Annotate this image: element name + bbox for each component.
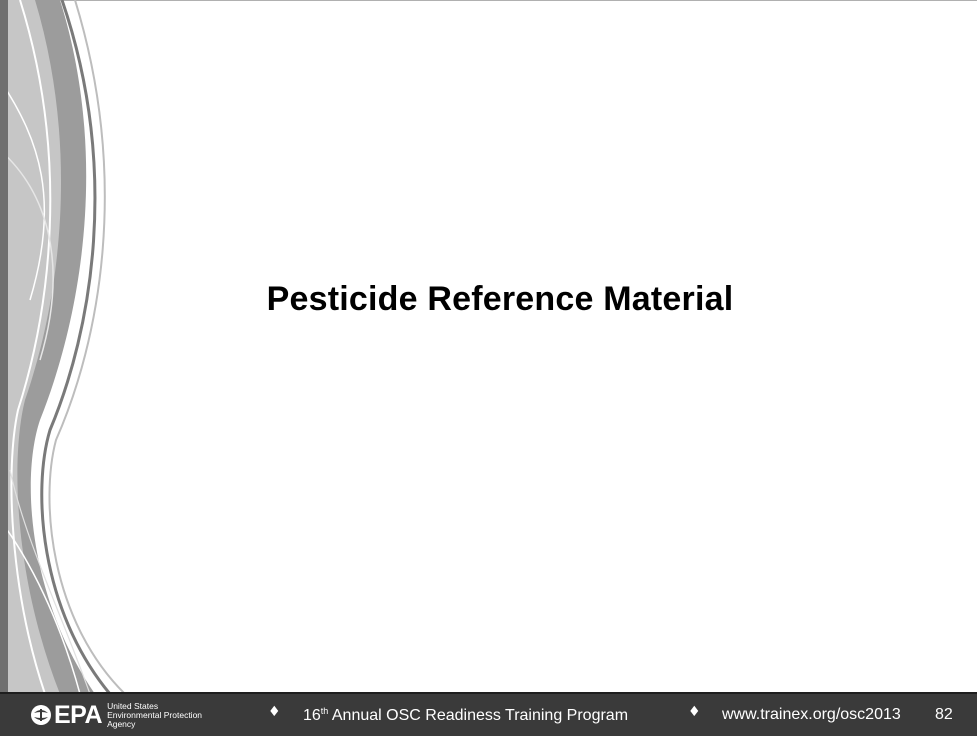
program-name: Annual OSC Readiness Training Program [328, 707, 629, 724]
program-ordinal-suffix: th [320, 706, 329, 716]
footer-bar: EPA United States Environmental Protecti… [0, 692, 977, 736]
epa-agency-name: United States Environmental Protection A… [107, 700, 203, 729]
epa-logo: EPA United States Environmental Protecti… [30, 700, 202, 730]
agency-line-3: Agency [107, 718, 136, 729]
page-number: 82 [935, 706, 953, 723]
slide-left-border [0, 0, 8, 694]
footer-separator-2: ♦ [688, 704, 701, 720]
footer-program-title: 16th Annual OSC Readiness Training Progr… [303, 706, 628, 725]
slide-title: Pesticide Reference Material [266, 280, 734, 318]
footer-separator-1: ♦ [268, 704, 281, 720]
program-number: 16 [303, 707, 321, 724]
epa-wordmark: EPA [54, 700, 103, 729]
agency-line-1: United States [107, 700, 159, 711]
agency-line-2: Environmental Protection [107, 709, 203, 720]
slide-top-border [0, 0, 977, 5]
footer-url: www.trainex.org/osc2013 [722, 706, 901, 723]
decorative-swirl [0, 0, 126, 694]
epa-flower-icon [31, 705, 51, 725]
